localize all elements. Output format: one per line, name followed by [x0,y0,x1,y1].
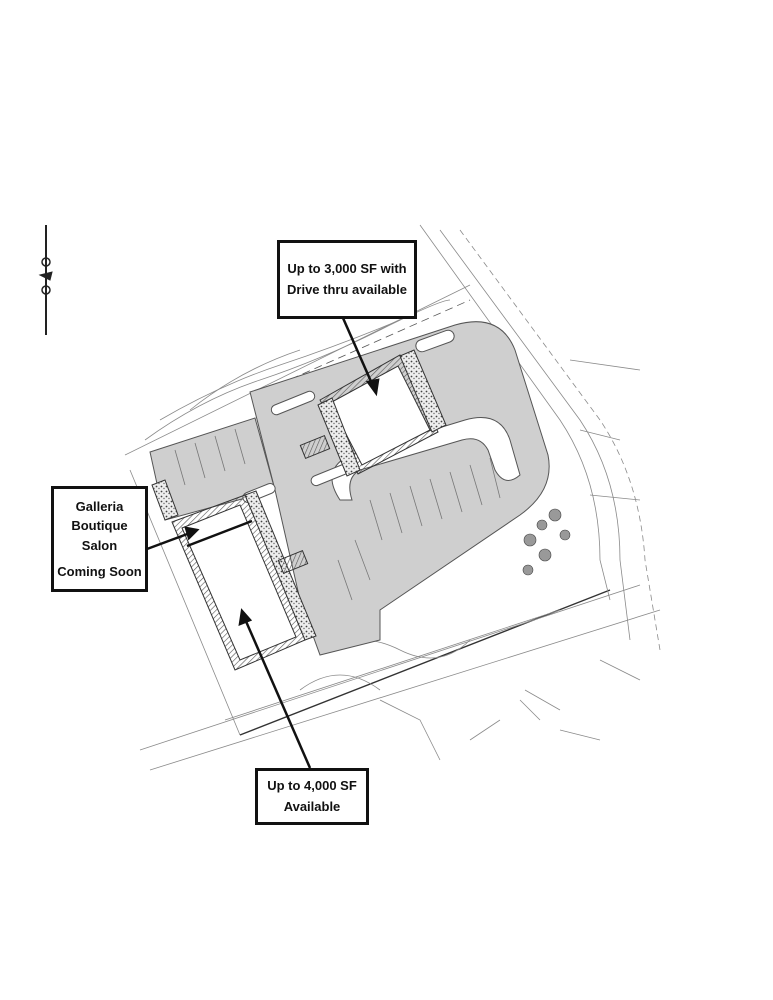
inline-building [151,479,317,671]
callout-text: Galleria [75,498,124,514]
callout-text: Coming Soon [57,564,142,579]
callout-inline-building: Up to 4,000 SF Available [255,768,369,825]
callout-arrows [146,317,380,769]
callout-text: Boutique [71,518,128,533]
north-arrow-icon [38,225,53,335]
callout-pad-building: Up to 3,000 SF with Drive thru available [277,240,417,319]
landscaping-trees [522,508,571,576]
survey-linework [124,224,661,771]
callout-salon: Galleria Boutique Salon Coming Soon [51,486,148,592]
callout-text: Available [283,798,341,814]
callout-text: Salon [81,537,118,553]
pad-building [299,349,447,477]
callout-text: Up to 3,000 SF with [287,261,407,277]
callout-text: Up to 4,000 SF [267,778,357,794]
parking-stripes [174,428,501,601]
callout-text: Drive thru available [287,281,407,297]
